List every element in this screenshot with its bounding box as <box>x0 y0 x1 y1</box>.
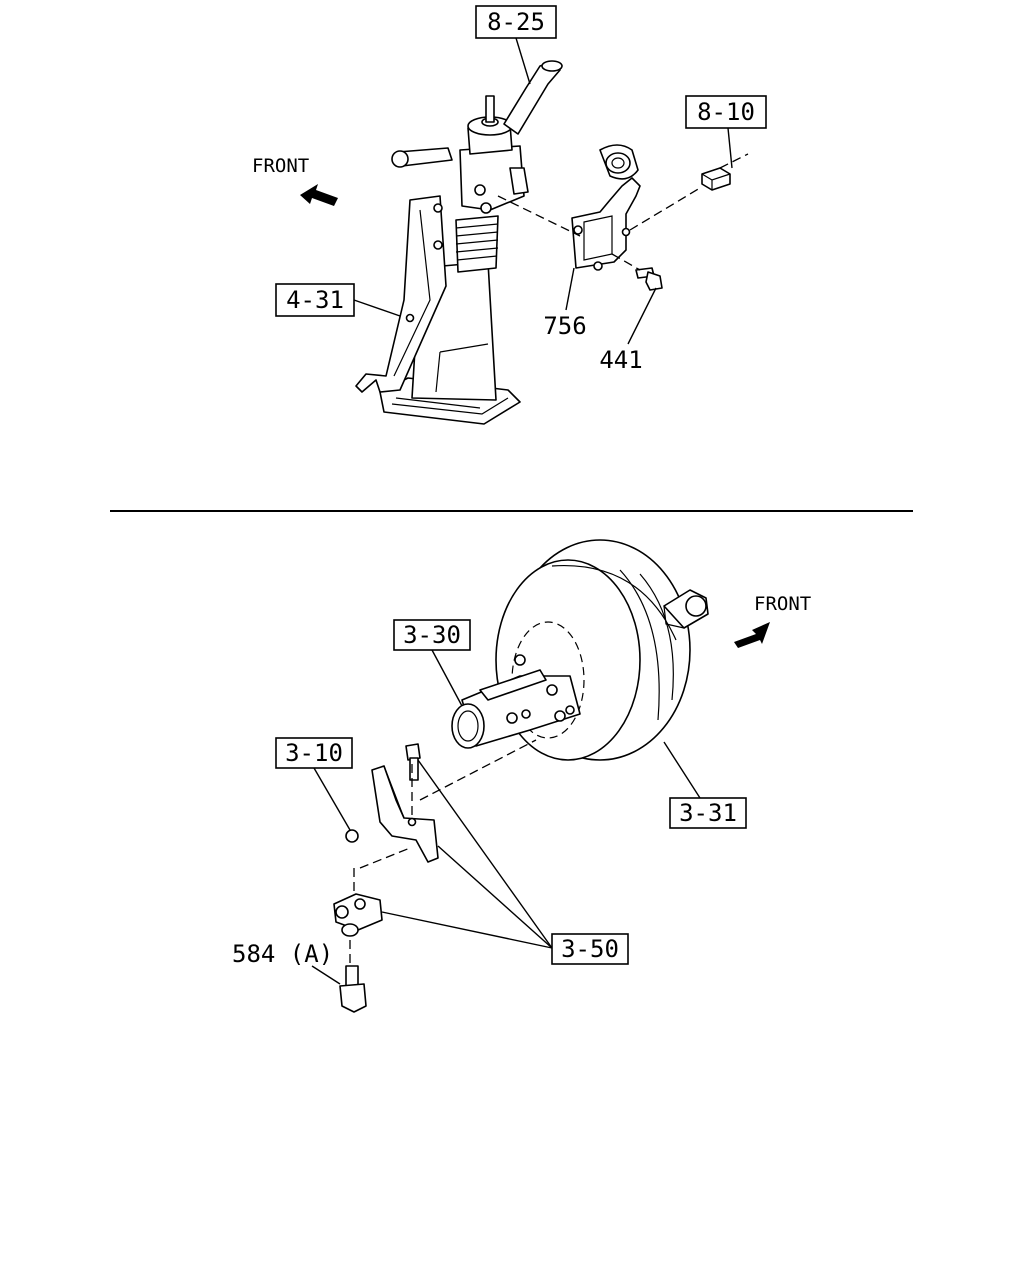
callout-3-30[interactable]: 3-30 <box>393 619 471 651</box>
part-number-756[interactable]: 756 <box>543 312 586 340</box>
part-number-584-a[interactable]: 584 (A) <box>232 940 333 968</box>
connector-8-10 <box>701 167 731 191</box>
bracket-3-10 <box>345 765 439 863</box>
callout-8-10[interactable]: 8-10 <box>685 95 767 129</box>
front-indicator-top: FRONT <box>252 155 338 206</box>
callout-label: 3-50 <box>561 935 619 963</box>
callout-4-31[interactable]: 4-31 <box>275 283 355 317</box>
bolt-3-50-upper <box>405 743 421 781</box>
callout-label: 8-25 <box>487 8 545 36</box>
callout-label: 3-10 <box>285 739 343 767</box>
front-indicator-bottom: FRONT <box>734 593 811 648</box>
front-arrow-icon <box>300 184 338 206</box>
callout-label: 3-30 <box>403 621 461 649</box>
bracket-756 <box>571 144 641 271</box>
top-diagram: FRONT <box>252 5 767 425</box>
callout-label: 3-31 <box>679 799 737 827</box>
callout-3-10[interactable]: 3-10 <box>275 737 353 769</box>
steering-column-assembly <box>355 60 563 425</box>
switch-584-a <box>339 965 367 1013</box>
front-label-top: FRONT <box>252 155 309 177</box>
valve-block <box>333 893 383 937</box>
bottom-diagram: FRONT <box>232 539 811 1013</box>
front-arrow-icon <box>734 622 770 648</box>
callout-label: 4-31 <box>286 286 344 314</box>
callout-8-25[interactable]: 8-25 <box>475 5 557 39</box>
part-number-441[interactable]: 441 <box>599 346 642 374</box>
master-cylinder <box>451 654 581 749</box>
callout-label: 8-10 <box>697 98 755 126</box>
front-label-bottom: FRONT <box>754 593 811 615</box>
bolt-441 <box>635 267 663 291</box>
callout-3-31[interactable]: 3-31 <box>669 797 747 829</box>
callout-3-50[interactable]: 3-50 <box>551 933 629 965</box>
